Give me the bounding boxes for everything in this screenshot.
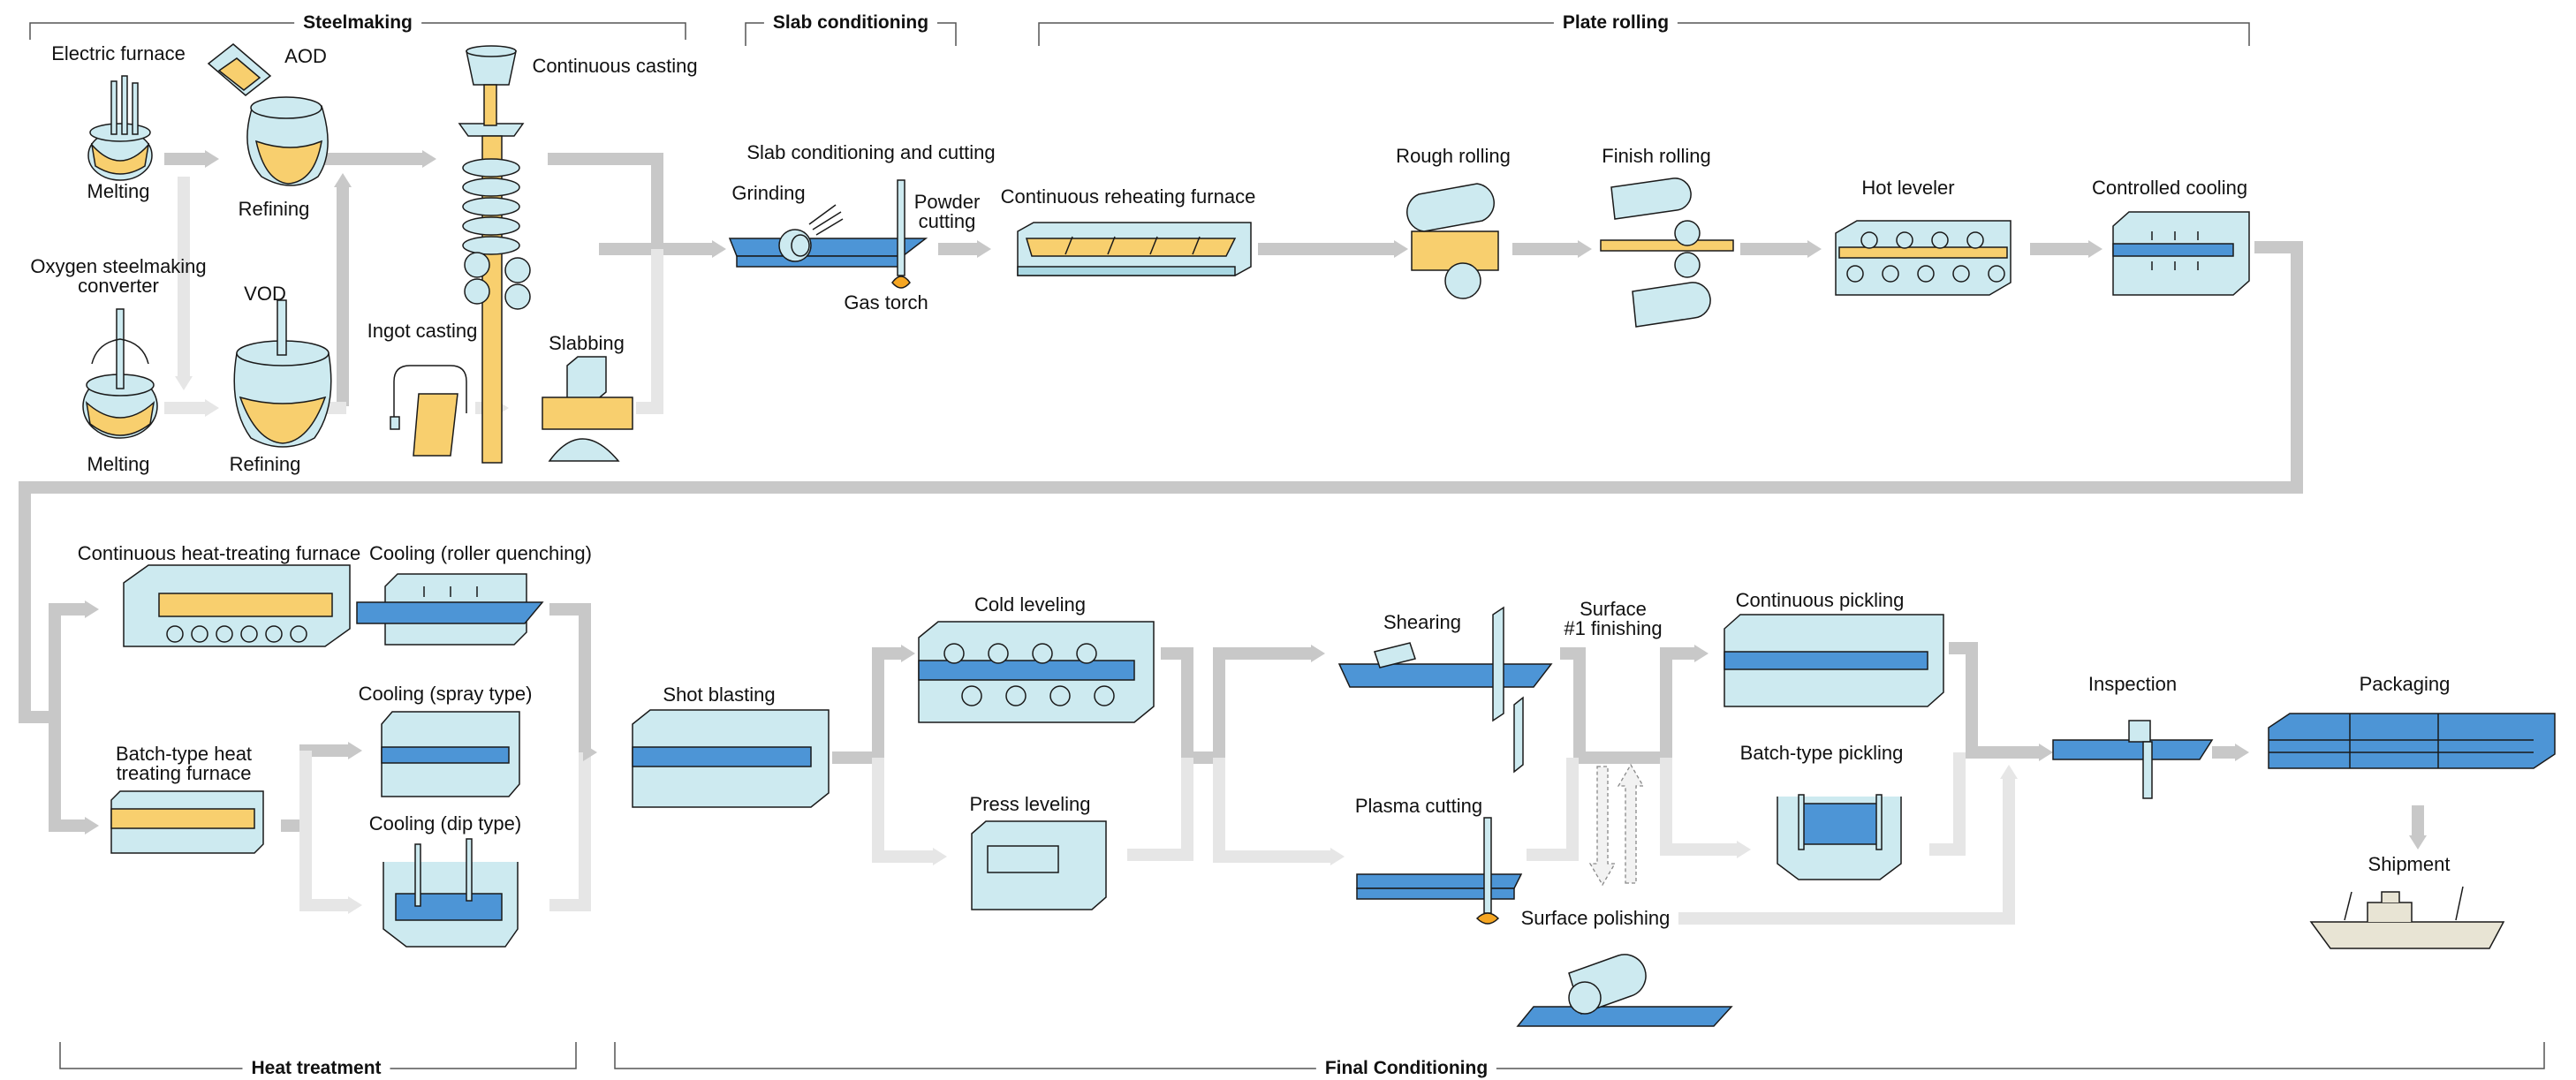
label-hot-leveler: Hot leveler <box>1861 177 1955 199</box>
label-powder-cutting-2: cutting <box>918 210 976 232</box>
electric-furnace-illustration <box>87 75 153 181</box>
label-cold-leveling: Cold leveling <box>974 593 1086 616</box>
label-shearing: Shearing <box>1383 611 1462 633</box>
label-cooling-roller: Cooling (roller quenching) <box>369 542 592 564</box>
label-electric-furnace: Electric furnace <box>51 42 186 64</box>
section-steelmaking: Steelmaking <box>294 12 421 34</box>
label-ingot-casting: Ingot casting <box>367 320 478 342</box>
dip-cooling-illustration <box>383 838 519 948</box>
label-surface-finishing-2: #1 finishing <box>1564 617 1663 639</box>
label-batch-heat-2: treating furnace <box>116 762 252 784</box>
label-press-leveling: Press leveling <box>969 793 1091 815</box>
continuous-pickling-illustration <box>1724 614 1944 707</box>
batch-pickling-illustration <box>1777 794 1902 880</box>
label-slab-cond-cutting: Slab conditioning and cutting <box>746 141 996 163</box>
inspection-illustration <box>2052 720 2214 799</box>
label-controlled-cooling: Controlled cooling <box>2091 177 2248 199</box>
label-plasma-cutting: Plasma cutting <box>1354 795 1483 817</box>
label-shot-blasting: Shot blasting <box>663 683 776 706</box>
label-surface-polishing: Surface polishing <box>1520 907 1671 929</box>
label-gas-torch: Gas torch <box>844 291 928 313</box>
surface-polishing-illustration <box>1516 954 1733 1027</box>
aod-illustration <box>207 43 329 186</box>
section-slab-conditioning: Slab conditioning <box>763 12 938 34</box>
label-grinding: Grinding <box>731 182 806 204</box>
slabbing-illustration <box>542 356 633 462</box>
label-surface-finishing-1: Surface <box>1580 598 1647 620</box>
label-oxygen-converter-1: Oxygen steelmaking <box>30 255 207 277</box>
packaging-illustration <box>2268 713 2556 769</box>
label-continuous-pickling: Continuous pickling <box>1735 589 1905 611</box>
label-finish-rolling: Finish rolling <box>1602 145 1711 167</box>
section-plate-rolling: Plate rolling <box>1553 12 1678 34</box>
batch-heat-treating-illustration <box>110 790 264 854</box>
section-final-conditioning: Final Conditioning <box>1315 1058 1497 1079</box>
label-aod: AOD <box>284 45 327 67</box>
shot-blasting-illustration <box>632 709 830 808</box>
shearing-illustration <box>1337 606 1553 774</box>
oxygen-converter-illustration <box>82 308 158 439</box>
label-inspection: Inspection <box>2087 673 2178 695</box>
continuous-casting-illustration <box>458 45 531 464</box>
label-slabbing: Slabbing <box>549 332 625 354</box>
label-continuous-casting: Continuous casting <box>532 55 698 77</box>
controlled-cooling-illustration <box>2112 211 2250 296</box>
reheating-furnace-illustration <box>1017 222 1252 276</box>
label-rough-rolling: Rough rolling <box>1396 145 1511 167</box>
dashed-arrows <box>1588 763 1645 887</box>
cont-heat-treating-illustration <box>123 564 351 647</box>
label-melting-1: Melting <box>87 180 150 202</box>
spray-cooling-illustration <box>381 711 520 797</box>
hot-leveler-illustration <box>1835 220 2012 296</box>
label-oxygen-converter-2: converter <box>78 275 159 297</box>
roller-quenching-illustration <box>356 573 544 646</box>
rough-rolling-illustration <box>1406 183 1499 299</box>
ingot-casting-illustration <box>390 365 467 457</box>
vod-illustration <box>233 299 332 448</box>
section-heat-treatment: Heat treatment <box>242 1058 390 1079</box>
label-batch-pickling: Batch-type pickling <box>1739 742 1904 764</box>
shipment-illustration <box>2309 886 2505 949</box>
plasma-cutting-illustration <box>1356 817 1523 925</box>
arrow-heads <box>85 150 2427 850</box>
label-shipment: Shipment <box>2368 853 2451 875</box>
label-reheating-furnace: Continuous reheating furnace <box>1000 185 1256 208</box>
finish-rolling-illustration <box>1600 177 1734 328</box>
cold-leveling-illustration <box>918 621 1155 723</box>
label-cooling-spray: Cooling (spray type) <box>358 683 533 705</box>
label-packaging: Packaging <box>2359 673 2451 695</box>
press-leveling-illustration <box>971 820 1107 910</box>
label-batch-heat-1: Batch-type heat <box>115 743 253 765</box>
label-powder-cutting-1: Powder <box>913 191 981 213</box>
label-cont-heat-treating: Continuous heat-treating furnace <box>77 542 361 564</box>
label-vod: VOD <box>244 283 286 305</box>
label-melting-2: Melting <box>87 453 150 475</box>
label-cooling-dip: Cooling (dip type) <box>368 812 522 835</box>
slab-conditioning-illustration <box>728 179 928 289</box>
label-refining-2: Refining <box>229 453 301 475</box>
label-refining-1: Refining <box>238 198 310 220</box>
